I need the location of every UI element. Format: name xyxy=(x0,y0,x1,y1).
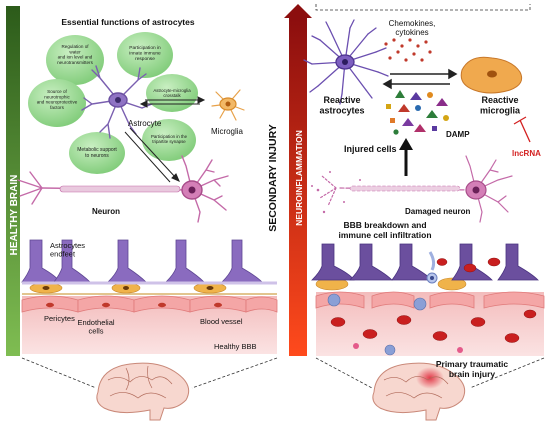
neuroinflammation-label: NEUROINFLAMMATION xyxy=(294,130,304,226)
healthy-bbb-label: Healthy BBB xyxy=(214,342,257,351)
healthy-brain-illustration xyxy=(21,357,278,421)
damaged-bbb xyxy=(311,243,545,356)
astrocyte-microglia-arrow xyxy=(139,96,206,108)
astrocyte-neuron-arrows xyxy=(124,127,180,183)
center-bar-arrowhead xyxy=(284,4,312,18)
chemokines-label: Chemokines,cytokines xyxy=(389,19,436,37)
essential-functions-title: Essential functions of astrocytes xyxy=(61,17,194,27)
pericytes-label: Pericytes xyxy=(44,314,75,323)
injured-brain-illustration xyxy=(315,357,545,421)
neuron-cell xyxy=(17,155,229,223)
damp-label: DAMP xyxy=(446,130,470,139)
injured-cells-arrow xyxy=(399,138,413,176)
injured-cells-label: Injured cells xyxy=(344,144,397,154)
chemokine-dots xyxy=(384,38,432,62)
microglia-cell xyxy=(211,89,245,121)
zoom-frame-top xyxy=(315,4,531,11)
damaged-neuron-label: Damaged neuron xyxy=(405,207,470,216)
damaged-neuron-cell xyxy=(319,155,513,223)
astrocyte-cell xyxy=(81,65,153,139)
damp-shapes xyxy=(386,90,449,135)
exchange-arrows xyxy=(382,68,458,90)
secondary-injury-bar xyxy=(289,18,307,356)
healthy-brain-bar xyxy=(6,6,20,356)
lncrna-label: lncRNA xyxy=(512,149,541,158)
reactive-microglia-cell xyxy=(460,56,523,94)
infiltrating-immune-cells xyxy=(426,251,438,284)
blood-vessel-label: Blood vessel xyxy=(200,317,243,326)
healthy-brain-label: HEALTHY BRAIN xyxy=(9,175,20,256)
microglia-label: Microglia xyxy=(211,127,244,136)
neuron-debris xyxy=(311,171,361,214)
reactive-astrocyte-cell xyxy=(303,19,389,105)
astrocyte-label: Astrocyte xyxy=(128,119,162,128)
secondary-injury-label: SECONDARY INJURY xyxy=(267,124,279,232)
healthy-bbb xyxy=(21,239,278,354)
neuron-label: Neuron xyxy=(92,207,120,216)
lncrna-inhibitor xyxy=(513,116,531,143)
